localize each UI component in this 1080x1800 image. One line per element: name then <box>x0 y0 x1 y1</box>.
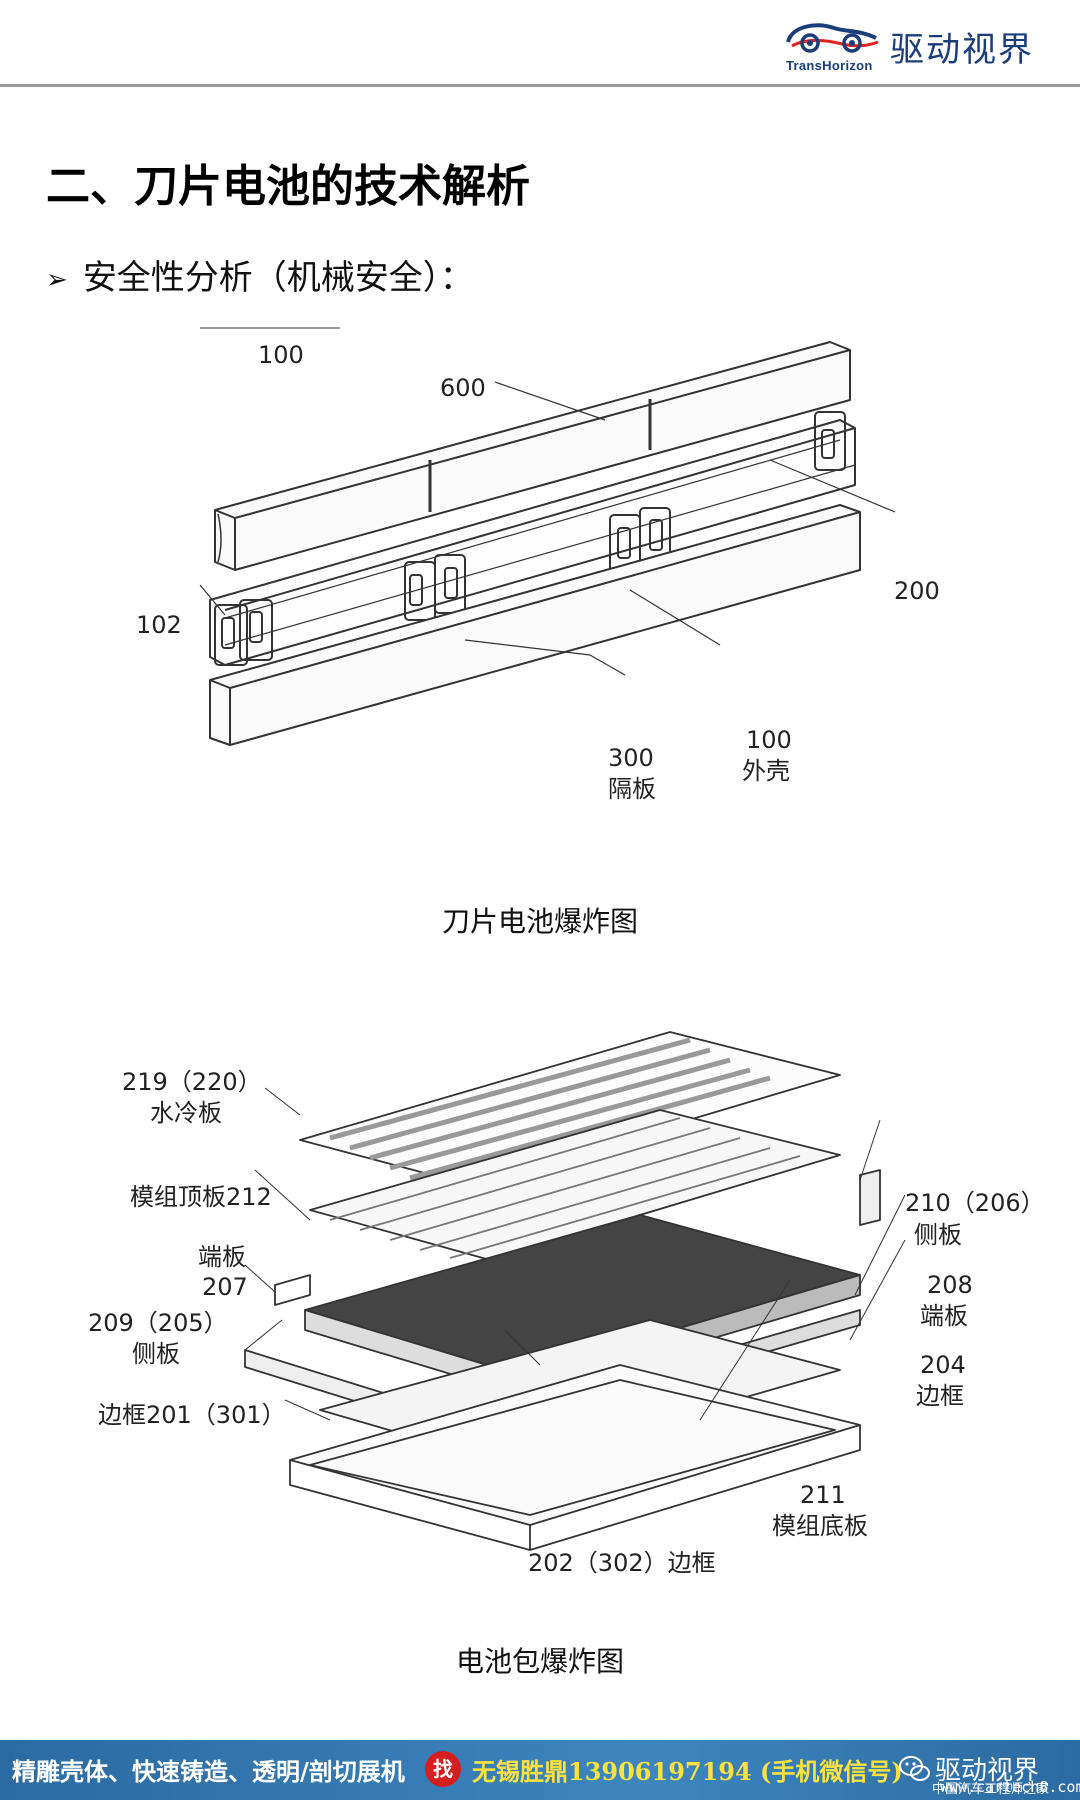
logo-english: TransHorizon <box>786 58 873 73</box>
label-204: 204 <box>920 1351 966 1379</box>
advertisement-banner[interactable]: 精雕壳体、快速铸造、透明/剖切展机 找 无锡胜鼎13906197194 (手机微… <box>0 1740 1080 1800</box>
banner-account-name: 驱动视界 <box>935 1756 1040 1786</box>
page-title: 二、刀片电池的技术解析 <box>46 161 530 212</box>
label-204-frame: 边框 <box>916 1382 964 1410</box>
label-210-side-plate: 侧板 <box>914 1221 962 1249</box>
label-212-top-plate: 模组顶板212 <box>130 1183 272 1211</box>
banner-site-name: 中国汽车工程师之家 <box>932 1782 1050 1797</box>
label-209: 209（205） <box>88 1309 228 1337</box>
label-201-frame: 边框201（301） <box>98 1401 286 1429</box>
label-209-side-plate: 侧板 <box>132 1340 180 1368</box>
figure2-caption: 电池包爆炸图 <box>455 1645 624 1678</box>
label-102: 102 <box>136 611 182 639</box>
label-207-end-plate: 端板 <box>198 1243 246 1271</box>
figure1-caption: 刀片电池爆炸图 <box>441 905 638 938</box>
label-100-top: 100 <box>258 341 304 369</box>
banner-url[interactable]: www.cartech8.com <box>940 1778 1080 1796</box>
battery-pack-exploded-diagram <box>244 1031 906 1551</box>
label-208: 208 <box>927 1271 973 1299</box>
bullet-arrow-icon: ➢ <box>46 264 68 295</box>
label-100-shell: 外壳 <box>742 757 790 785</box>
label-211-bottom-plate: 模组底板 <box>772 1512 868 1540</box>
label-300-separator: 隔板 <box>608 775 656 803</box>
label-208-end-plate: 端板 <box>920 1302 968 1330</box>
wechat-icon <box>899 1756 930 1781</box>
subtitle-text: 安全性分析（机械安全）： <box>82 258 474 298</box>
blade-battery-exploded-diagram <box>199 327 896 746</box>
logo-chinese: 驱动视界 <box>890 30 1034 70</box>
transhorizon-logo: TransHorizon 驱动视界 <box>782 16 1052 74</box>
banner-services-text: 精雕壳体、快速铸造、透明/剖切展机 <box>12 1757 405 1786</box>
label-219-cooling-plate: 水冷板 <box>150 1099 222 1127</box>
label-207: 207 <box>202 1273 248 1301</box>
banner-contact-text: 无锡胜鼎13906197194 (手机微信号) <box>472 1757 903 1786</box>
section-subtitle: ➢ 安全性分析（机械安全）： <box>46 250 474 299</box>
label-210: 210（206） <box>905 1189 1045 1217</box>
label-200: 200 <box>894 577 940 605</box>
label-219: 219（220） <box>122 1068 262 1096</box>
car-swirl-icon <box>786 23 879 53</box>
header: TransHorizon 驱动视界 <box>0 0 1080 87</box>
label-600: 600 <box>440 374 486 402</box>
label-300: 300 <box>608 744 654 772</box>
label-100: 100 <box>746 726 792 754</box>
label-211: 211 <box>800 1481 846 1509</box>
banner-find-badge: 找 <box>425 1751 461 1787</box>
label-202-frame: 202（302）边框 <box>528 1549 716 1577</box>
